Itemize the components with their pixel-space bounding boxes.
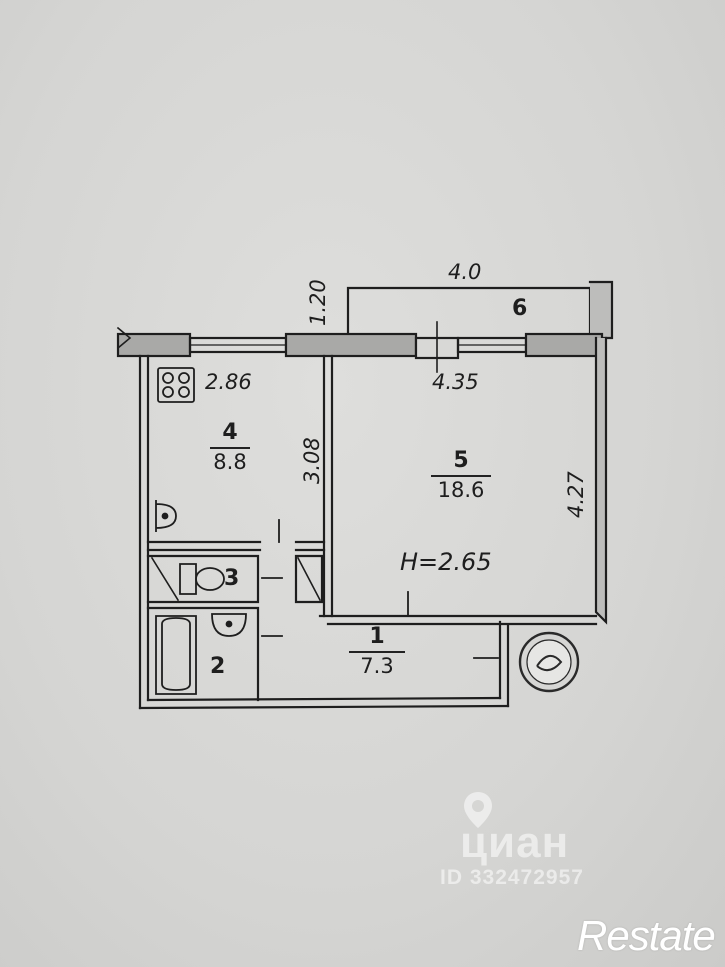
wc-walls [146,554,260,604]
meter-symbol [518,631,580,693]
right-wall [594,336,608,625]
corridor-right-wall [498,620,510,708]
bathtub-icon [155,615,197,695]
cian-brand: циан [460,818,570,867]
room-3-number: 3 [224,566,240,591]
room-width-dimension: 4.35 [432,370,479,394]
bath-sink-icon [211,613,247,637]
cian-listing-id: ID 332472957 [440,866,584,889]
toilet-icon [179,563,197,595]
room-length-dimension: 4.27 [564,471,588,518]
room-1-area: 7.3 [360,654,394,678]
kitchen-sink-icon [155,500,177,532]
kitchen-room-partition [322,354,334,618]
top-wall-left-end [116,326,132,350]
bottom-wall-inner [146,696,502,702]
room-5-area: 18.6 [437,478,485,502]
room-2-number: 2 [210,654,226,679]
balcony-outline [346,286,592,340]
kitchen-length-dimension: 3.08 [300,437,324,484]
room-bottom-wall [318,614,598,626]
room-5-label: 5 18.6 [426,450,496,501]
restate-logo: Restate [577,912,716,959]
ceiling-height-label: H=2.65 [400,548,492,576]
balcony-width-dimension: 4.0 [448,260,482,284]
balcony-corner-post [588,280,614,340]
room-4-area: 8.8 [213,450,247,474]
shaft [294,554,324,604]
room-5-number: 5 [453,448,469,473]
bath-walls [146,606,260,702]
room-6-number: 6 [512,296,528,321]
balcony-depth-dimension: 1.20 [306,279,330,326]
room-4-label: 4 8.8 [198,422,262,473]
fixtures [155,367,247,695]
kitchen-width-dimension: 2.86 [205,370,252,394]
room-4-number: 4 [222,420,238,445]
top-wall-mid-segment [284,332,418,358]
room-1-label: 1 7.3 [346,626,408,677]
stove-icon [157,367,195,403]
bottom-wall-outer [138,704,510,710]
kitchen-bottom-wall [146,540,326,552]
location-pin-icon [464,792,492,828]
room-1-number: 1 [369,624,385,649]
top-wall-right-segment [524,332,604,358]
